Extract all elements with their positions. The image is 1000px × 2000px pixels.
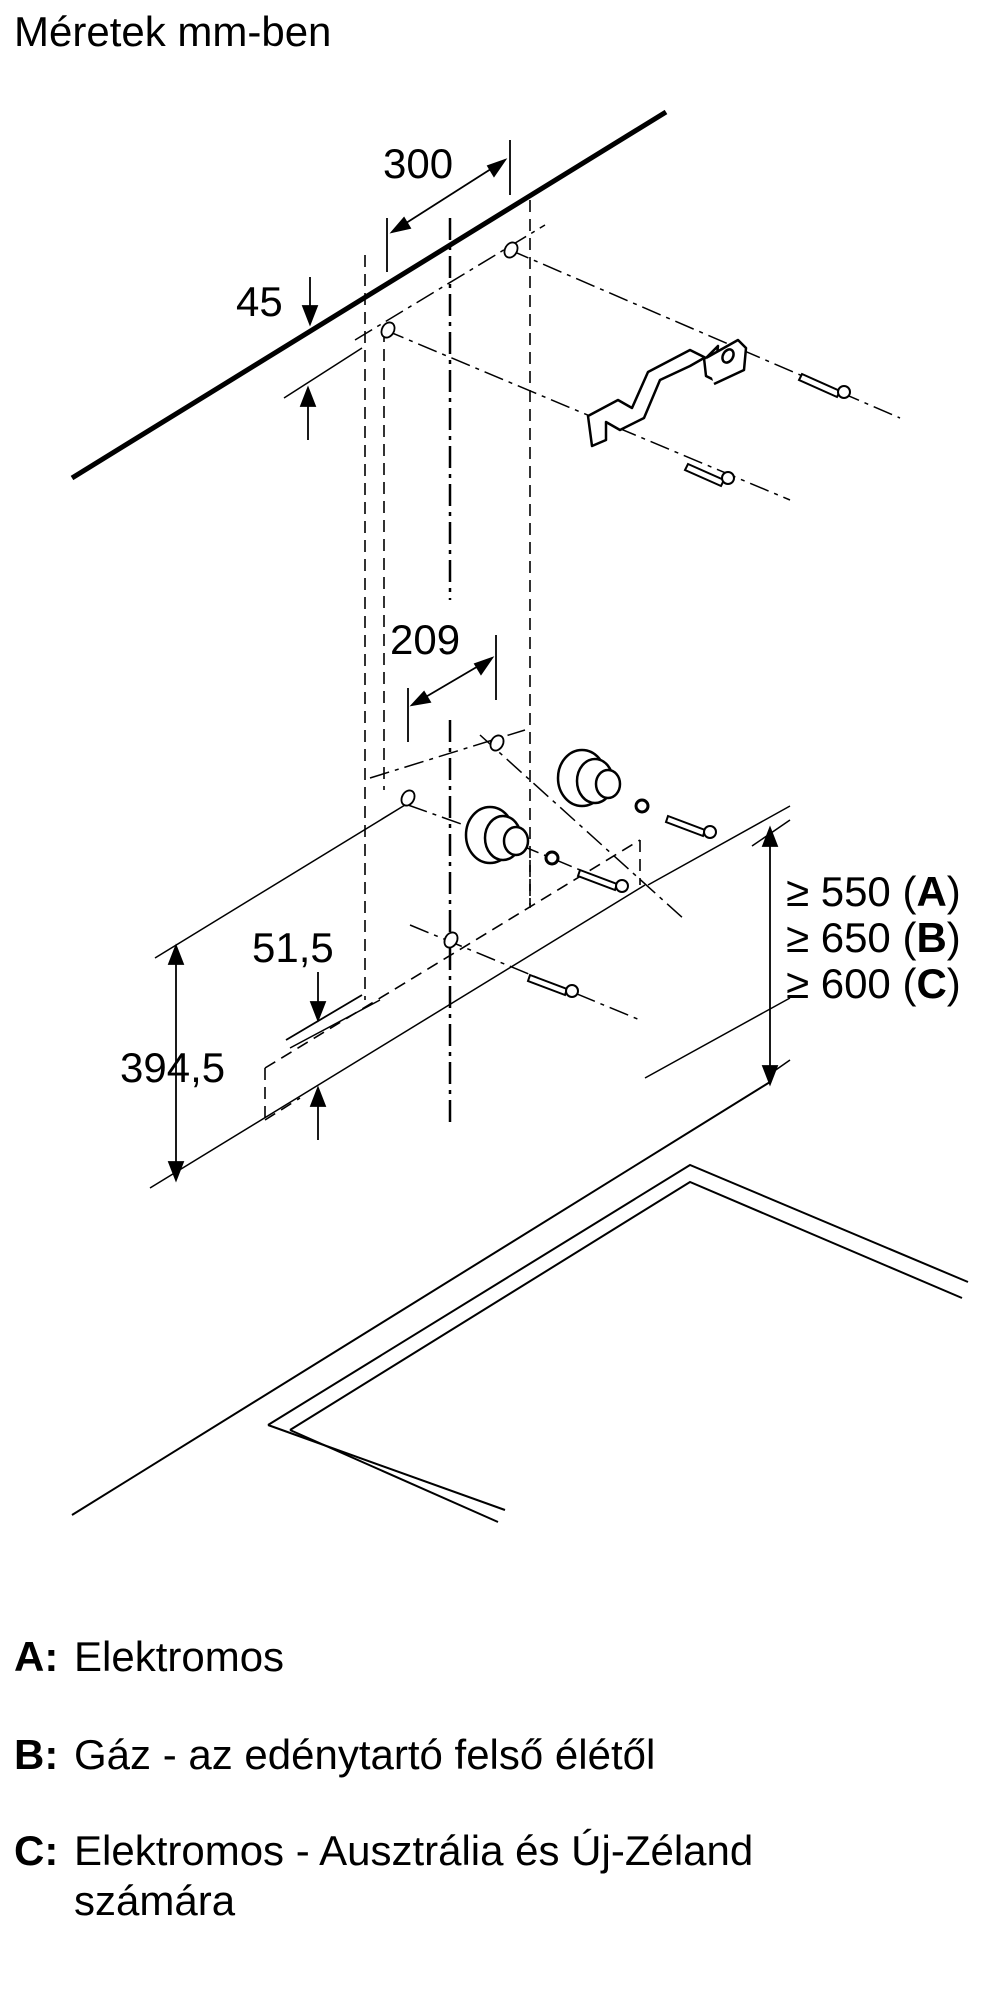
ceiling-bracket <box>586 338 748 448</box>
dim-height-b: ≥ 650 (B) <box>786 914 961 961</box>
dim-height <box>761 825 779 1087</box>
wall-base-line-2 <box>150 1078 645 1188</box>
dim-45 <box>299 277 319 440</box>
dim-300-label: 300 <box>383 140 453 187</box>
legend-c: C: Elektromos - Ausztrália és Új-Zéland s… <box>14 1826 974 1926</box>
dim-45-label: 45 <box>236 278 283 325</box>
lower-screws <box>526 814 717 998</box>
upper-mount-lines <box>354 224 901 501</box>
upper-extension-line <box>283 347 363 399</box>
upper-holes <box>380 241 519 339</box>
dim-51-5-label: 51,5 <box>252 924 334 971</box>
dim-height-a: ≥ 550 (A) <box>786 868 961 915</box>
wall-plugs <box>464 748 622 865</box>
dim-394-5-label: 394,5 <box>120 1044 225 1091</box>
dim-209 <box>407 635 497 742</box>
ceiling-line <box>70 109 668 481</box>
chimney-outline <box>364 200 531 1000</box>
dim-209-label: 209 <box>390 616 460 663</box>
legend-c-key: C: <box>14 1827 59 1874</box>
legend-b-text: Gáz - az edénytartó felső élétől <box>74 1731 656 1778</box>
wall-base-line <box>644 997 791 1079</box>
dim-height-c: ≥ 600 (C) <box>786 960 961 1007</box>
dim-300 <box>386 140 511 272</box>
hood-body-outline <box>264 839 641 1121</box>
hob-surface <box>71 1081 969 1523</box>
washers <box>544 798 650 866</box>
lower-mount-lines <box>369 729 686 1021</box>
legend-a-text: Elektromos <box>74 1633 285 1680</box>
legend-a: A: Elektromos <box>14 1632 974 1682</box>
legend-b: B: Gáz - az edénytartó felső élétől <box>14 1730 974 1780</box>
dim-51-5 <box>285 972 363 1140</box>
legend-a-key: A: <box>14 1633 59 1680</box>
lower-holes <box>400 734 505 949</box>
upper-screws <box>683 372 851 488</box>
lower-thin-lines <box>149 804 791 1189</box>
legend-c-text: Elektromos - Ausztrália és Új-Zéland szá… <box>74 1827 754 1924</box>
legend-b-key: B: <box>14 1731 59 1778</box>
dim-394-5 <box>167 943 185 1183</box>
page-title: Méretek mm-ben <box>14 8 331 55</box>
